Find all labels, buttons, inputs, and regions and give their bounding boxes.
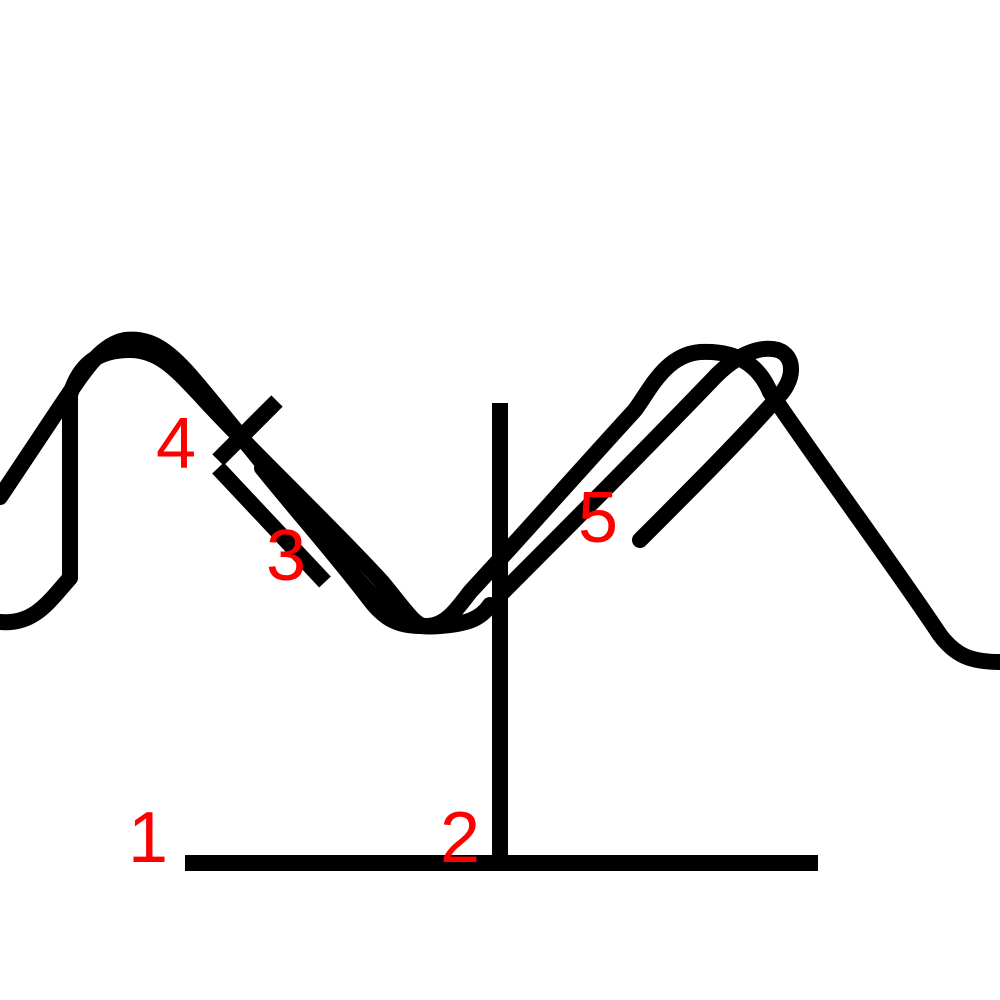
- left-hump-strand: [254, 460, 428, 634]
- label-4: 4: [156, 404, 196, 484]
- label-1: 1: [128, 798, 168, 878]
- right-hump-outer: [420, 343, 1000, 670]
- diagonal-segment-3: [212, 462, 331, 588]
- label-5: 5: [578, 478, 618, 558]
- right-hump-inner: [492, 340, 799, 603]
- label-3: 3: [266, 516, 306, 596]
- left-hump-inner: [0, 342, 433, 634]
- cross-tick-4: [212, 395, 283, 466]
- drawing: [0, 331, 1000, 871]
- labels: 1 2 3 4 5: [128, 404, 618, 878]
- label-2: 2: [440, 798, 480, 878]
